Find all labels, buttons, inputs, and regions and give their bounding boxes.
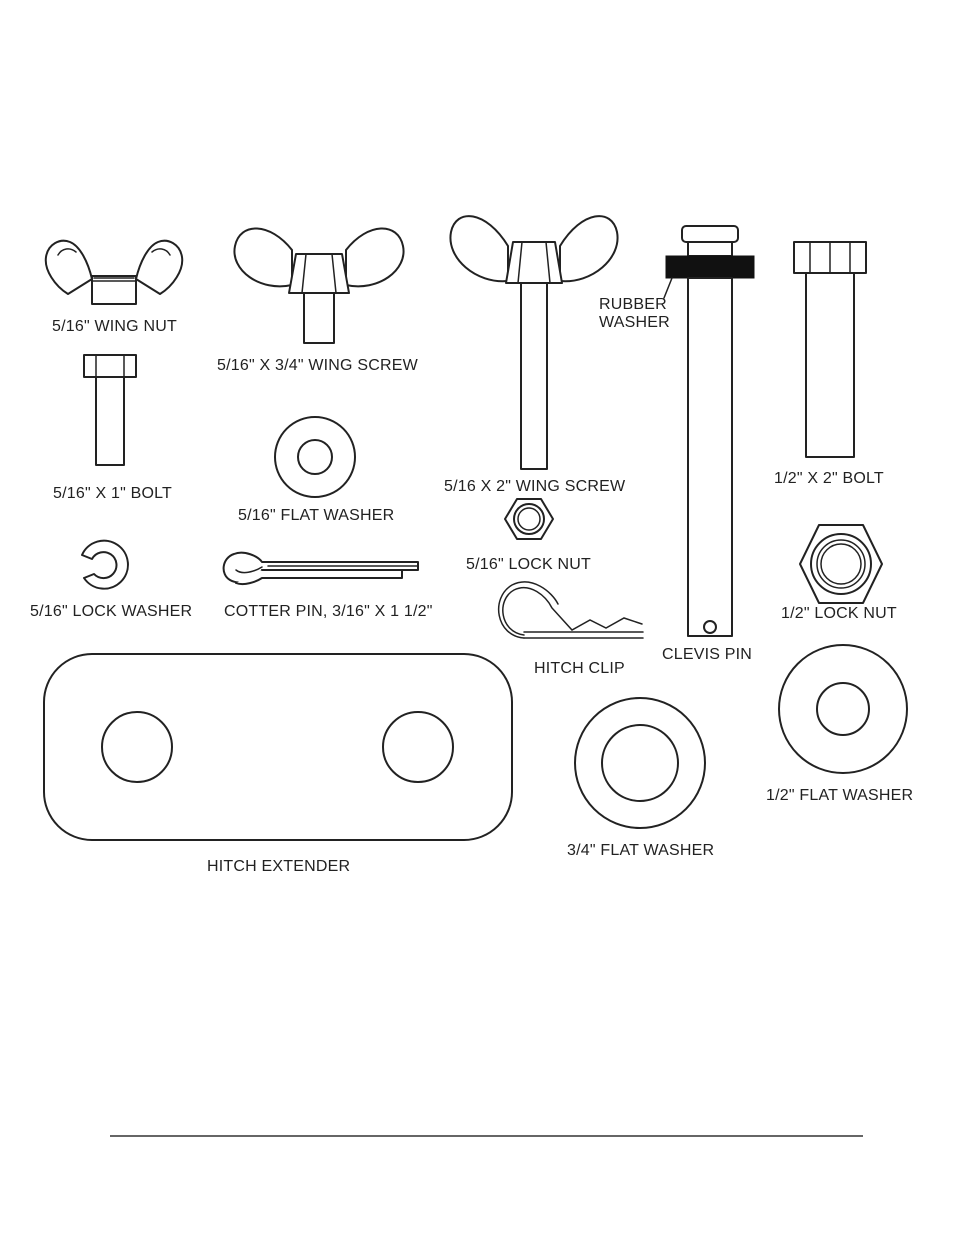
label-flat-washer-medium: 3/4" FLAT WASHER — [567, 842, 714, 859]
label-cotter-pin: COTTER PIN, 3/16" X 1 1/2" — [224, 603, 433, 620]
flat-washer-medium-drawing — [575, 698, 705, 828]
label-rubber-washer-1: RUBBER — [599, 296, 667, 313]
label-wing-nut: 5/16" WING NUT — [52, 318, 177, 335]
label-bolt-large: 1/2" X 2" BOLT — [774, 470, 884, 487]
label-clevis-pin: CLEVIS PIN — [662, 646, 752, 663]
label-lock-nut-large: 1/2" LOCK NUT — [781, 605, 897, 622]
label-lock-washer: 5/16" LOCK WASHER — [30, 603, 192, 620]
label-hitch-clip: HITCH CLIP — [534, 660, 625, 677]
label-lock-nut-small: 5/16" LOCK NUT — [466, 556, 591, 573]
hitch-clip-drawing — [499, 582, 643, 638]
lock-washer-drawing — [82, 541, 128, 589]
lock-nut-large-drawing — [800, 525, 882, 603]
bolt-small-drawing — [84, 355, 136, 465]
wing-nut-drawing — [46, 241, 182, 304]
flat-washer-large-drawing — [779, 645, 907, 773]
label-rubber-washer-2: WASHER — [599, 314, 670, 331]
label-wing-screw-long: 5/16 X 2" WING SCREW — [444, 478, 626, 495]
label-bolt-small: 5/16" X 1" BOLT — [53, 485, 172, 502]
label-wing-screw-short: 5/16" X 3/4" WING SCREW — [217, 357, 419, 374]
flat-washer-small-drawing — [275, 417, 355, 497]
hitch-extender-drawing — [44, 654, 512, 840]
label-flat-washer-large: 1/2" FLAT WASHER — [766, 787, 913, 804]
label-flat-washer-small: 5/16" FLAT WASHER — [238, 507, 394, 524]
rubber-washer-drawing — [666, 256, 754, 278]
clevis-pin-drawing — [664, 226, 754, 636]
lock-nut-small-drawing — [505, 499, 553, 539]
wing-screw-long-drawing — [450, 216, 617, 469]
cotter-pin-drawing — [224, 553, 418, 584]
wing-screw-short-drawing — [234, 228, 403, 343]
bolt-large-drawing — [794, 242, 866, 457]
label-hitch-extender: HITCH EXTENDER — [207, 858, 350, 875]
